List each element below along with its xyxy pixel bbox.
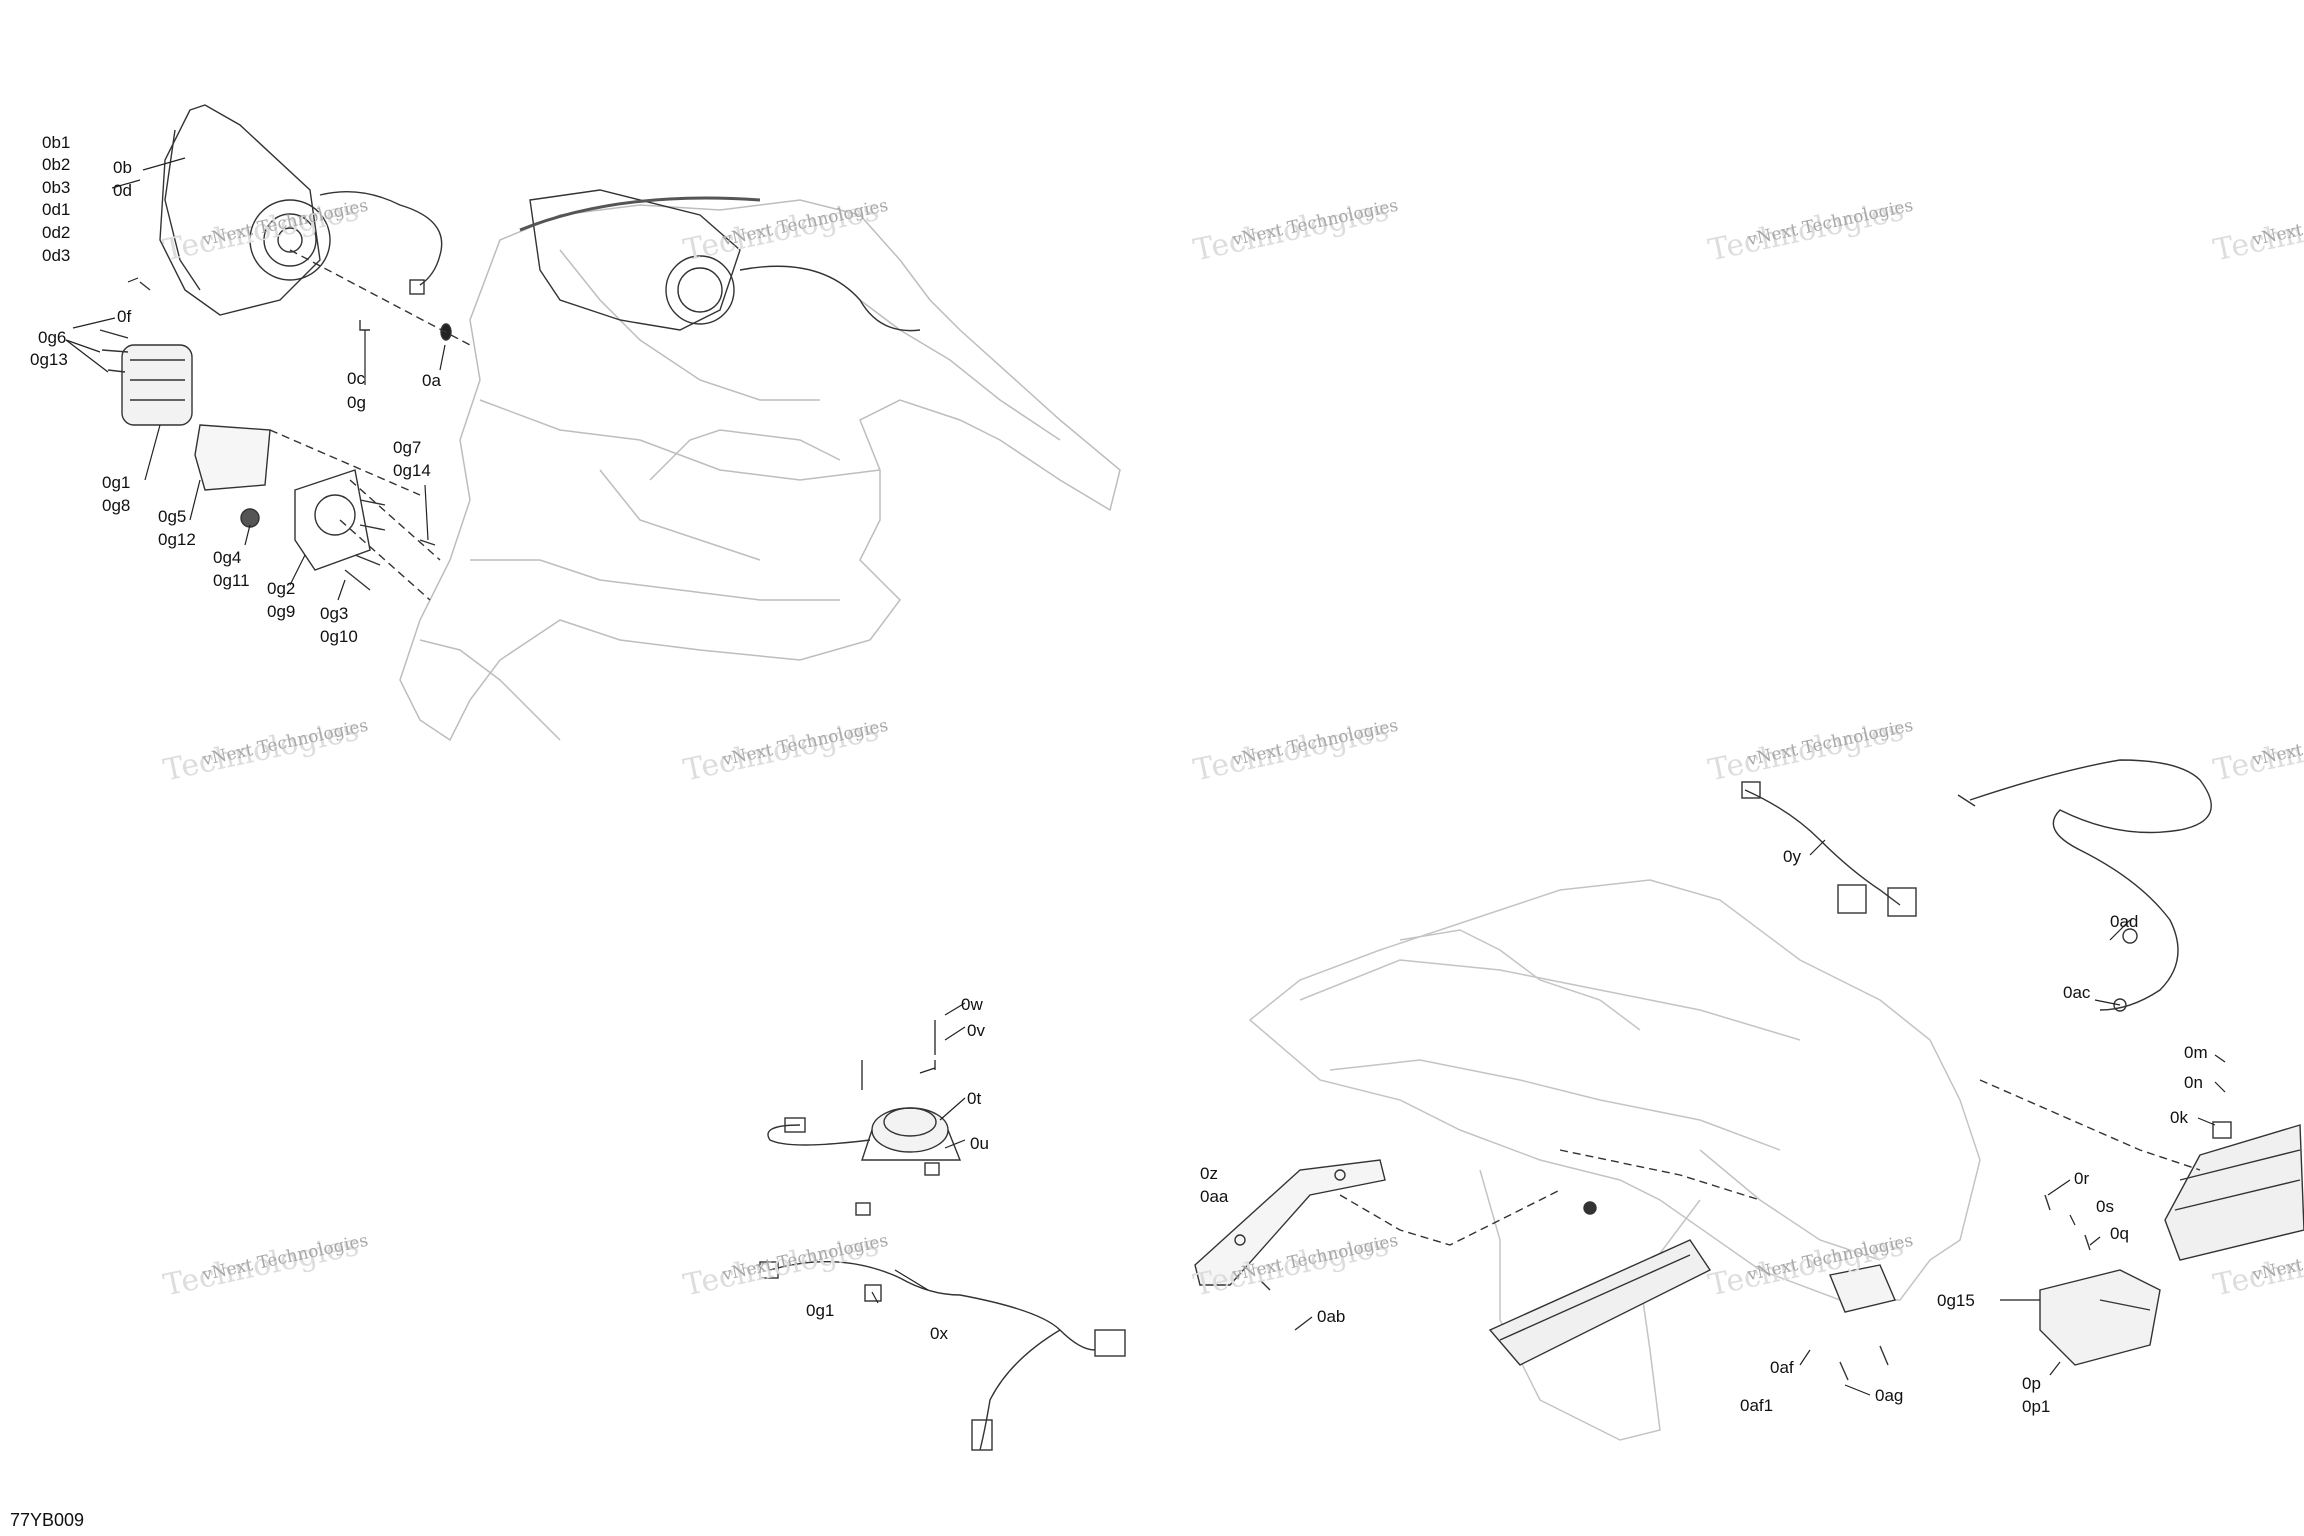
tail-lamp <box>1979 1079 2304 1261</box>
callout-0x: 0x <box>930 1324 948 1343</box>
callout-0ad: 0ad <box>2110 912 2139 931</box>
callout-0g7: 0g7 <box>393 438 422 457</box>
frame-headlight <box>519 189 921 332</box>
callout-0z: 0z <box>1200 1164 1218 1183</box>
callout-0ab: 0ab <box>1317 1307 1346 1326</box>
callout-0g10: 0g10 <box>320 627 358 646</box>
callout-0d2: 0d2 <box>42 223 71 242</box>
plate-lamp <box>1829 1194 2161 1381</box>
callout-0a: 0a <box>422 371 441 390</box>
callout-0t: 0t <box>967 1089 982 1108</box>
callout-0g12: 0g12 <box>158 530 196 549</box>
callout-0b2: 0b2 <box>42 155 71 174</box>
callout-0af1: 0af1 <box>1740 1396 1774 1415</box>
tail-lens <box>1488 1149 1761 1366</box>
callout-0ag: 0ag <box>1875 1386 1904 1405</box>
callout-0g2: 0g2 <box>267 579 296 598</box>
callout-0g5: 0g5 <box>158 507 187 526</box>
callout-0g11: 0g11 <box>213 571 250 590</box>
harness-0y <box>1741 781 1917 917</box>
callout-0aa: 0aa <box>1200 1187 1229 1206</box>
callout-0u: 0u <box>970 1134 989 1153</box>
callout-0g1: 0g1 <box>102 473 131 492</box>
callout-0p: 0p <box>2022 1374 2041 1393</box>
callout-0n: 0n <box>2184 1073 2203 1092</box>
callout-0d1: 0d1 <box>42 200 71 219</box>
callout-0b3: 0b3 <box>42 178 71 197</box>
callout-0g1-horn: 0g1 <box>806 1301 835 1320</box>
callout-0g9: 0g9 <box>267 602 296 621</box>
callout-0r: 0r <box>2074 1169 2090 1188</box>
fan-assembly <box>99 329 436 591</box>
upper-frame <box>399 199 1121 742</box>
wiring-harness <box>759 1260 1126 1451</box>
right-cable <box>1957 759 2212 1012</box>
diagram-code: 77YB009 <box>10 1510 85 1530</box>
callout-0g: 0g <box>347 393 366 412</box>
callout-0w: 0w <box>961 995 983 1014</box>
callout-0ac: 0ac <box>2063 983 2091 1002</box>
callout-0g15: 0g15 <box>1937 1291 1975 1310</box>
callout-0b1: 0b1 <box>42 133 71 152</box>
callout-0c: 0c <box>347 369 365 388</box>
horn-assembly <box>767 1020 962 1216</box>
callout-0m: 0m <box>2184 1043 2208 1062</box>
headlight-exploded <box>139 104 471 601</box>
callout-0g13: 0g13 <box>30 350 68 369</box>
callout-0g8: 0g8 <box>102 496 131 515</box>
callout-0y: 0y <box>1783 847 1801 866</box>
callout-0g4: 0g4 <box>213 548 242 567</box>
callout-0d: 0d <box>113 181 132 200</box>
bracket <box>1194 1159 1561 1291</box>
callout-0g6: 0g6 <box>38 328 67 347</box>
callout-0v: 0v <box>967 1021 985 1040</box>
rear-frame <box>1248 879 1981 1441</box>
callout-0g3: 0g3 <box>320 604 349 623</box>
callout-0d3: 0d3 <box>42 246 71 265</box>
leader-lines <box>65 157 2226 1396</box>
callout-0k: 0k <box>2170 1108 2188 1127</box>
callout-0af: 0af <box>1770 1358 1794 1377</box>
callout-0b: 0b <box>113 158 132 177</box>
callout-0s: 0s <box>2096 1197 2114 1216</box>
callout-0p1: 0p1 <box>2022 1397 2051 1416</box>
callout-0q: 0q <box>2110 1224 2129 1243</box>
callout-0g14: 0g14 <box>393 461 431 480</box>
callout-0f: 0f <box>117 307 132 326</box>
